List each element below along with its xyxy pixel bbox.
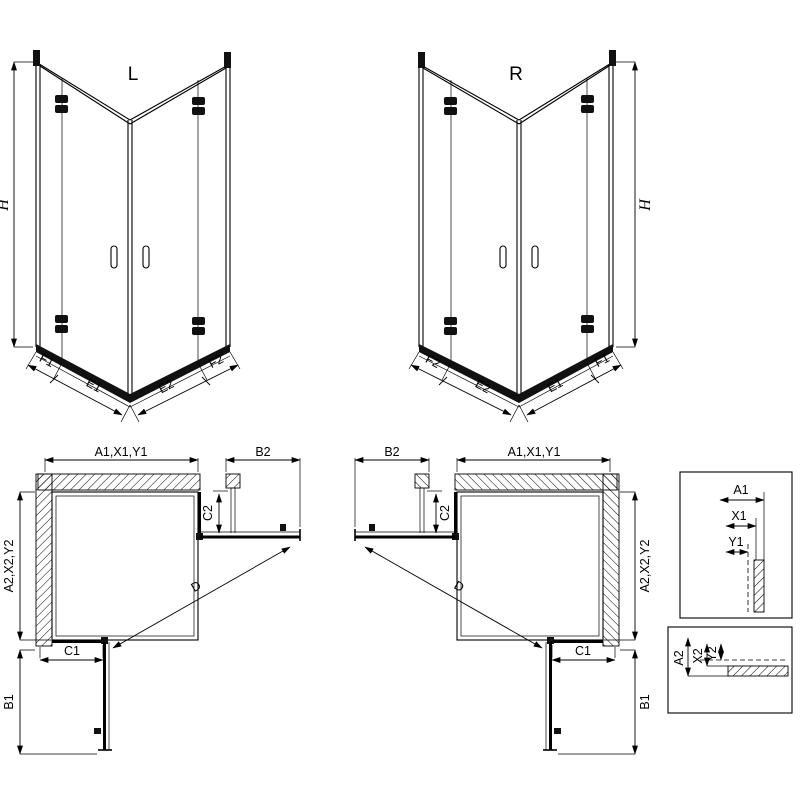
dim-label-f2-right: F2 [423,352,442,371]
iso-right-title: R [509,64,523,85]
dim-label-c2-plan-right: C2 [438,505,452,521]
dim-label-e2-left: E2 [156,377,176,397]
plan-view-left: A1,X1,Y1 B2 C2 A2,X2,Y2 C1 B1 D [2,445,300,754]
dim-label-e2-right: E2 [473,377,493,397]
dim-label-b1-plan-left: B1 [2,694,16,709]
dim-label-b2-plan-right: B2 [384,445,399,459]
dim-label-f2-left: F2 [206,352,225,371]
detail-label-a2: A2 [672,650,686,665]
detail-label-x1: X1 [731,509,746,523]
plan-view-right: B2 A1,X1,Y1 C2 A2,X2,Y2 C1 B1 D [355,445,652,754]
detail-ref-lines [755,492,765,560]
iso-view-right: R H F2 E2 E1 F1 [409,50,654,422]
dim-label-a1x1y1-plan-right: A1,X1,Y1 [508,445,561,459]
detail-wall-profile-vertical [753,559,765,613]
detail-box-a2x2y2: A2 X2 Y2 [667,626,793,714]
detail-label-x2: X2 [691,648,705,663]
dim-label-b2-plan-left: B2 [255,445,270,459]
dim-label-c1-plan-right: C1 [575,644,591,658]
dim-label-a2x2y2-plan-left: A2,X2,Y2 [2,540,16,593]
detail-ref-lines-2 [688,665,728,677]
dim-label-a1x1y1-plan-left: A1,X1,Y1 [95,445,148,459]
dim-label-b1-plan-right: B1 [638,694,652,709]
dim-label-c1-plan-left: C1 [64,644,80,658]
plan-left-geometry [20,458,300,754]
detail-label-y1: Y1 [728,535,743,549]
iso-view-left: L H F1 E1 E2 F2 [0,50,240,422]
dim-label-a2x2y2-plan-right: A2,X2,Y2 [638,540,652,593]
detail-box-bottom-frame [667,626,793,714]
iso-left-title: L [128,64,139,85]
dim-label-d-plan-left: D [189,578,204,595]
dim-label-d-plan-right: D [452,578,467,595]
dim-label-h-left: H [0,198,12,212]
detail-label-a1: A1 [733,483,748,497]
dim-label-e1-left: E1 [84,376,104,396]
dim-label-e1-right: E1 [545,376,565,396]
dim-label-h-right: H [637,198,654,212]
dim-label-c2-plan-left: C2 [201,505,215,521]
detail-label-y2: Y2 [705,646,719,661]
plan-right-geometry [355,458,635,754]
dim-label-f1-left: F1 [37,351,56,370]
detail-wall-profile-horizontal [727,665,789,677]
detail-box-a1x1y1: A1 X1 Y1 [679,471,793,619]
detail-box-top-frame [679,471,793,619]
dim-label-f1-right: F1 [592,351,611,370]
